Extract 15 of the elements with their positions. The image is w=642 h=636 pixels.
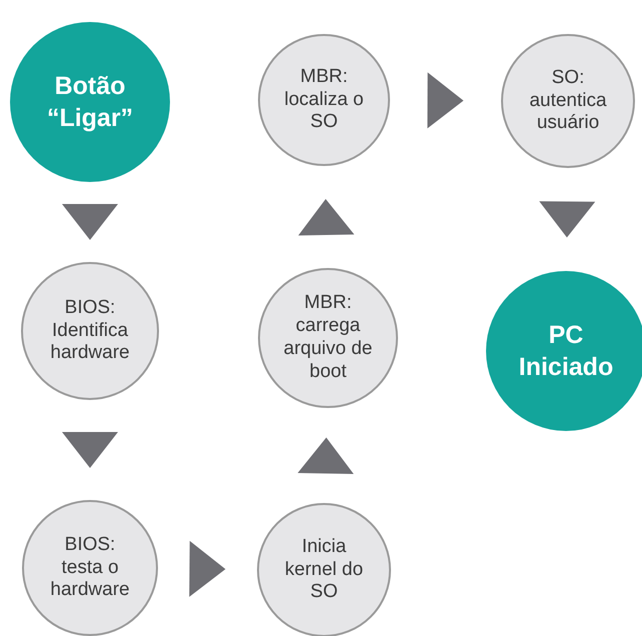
arrow xyxy=(62,204,118,240)
step-label: MBR: carrega arquivo de boot xyxy=(282,292,374,384)
arrow xyxy=(62,432,118,468)
step-label: BIOS: testa o hardware xyxy=(49,534,131,602)
step-label: PC Iniciado xyxy=(518,320,614,383)
arrow xyxy=(539,201,596,238)
step-label: Botão “Ligar” xyxy=(46,70,134,134)
step-label: SO: autentica usuário xyxy=(528,66,608,136)
arrow xyxy=(189,540,226,597)
step-label: BIOS: Identifica hardware xyxy=(49,296,131,366)
arrow xyxy=(427,72,464,128)
step-label: Inicia kernel do SO xyxy=(284,536,364,604)
arrow xyxy=(298,199,354,236)
arrow xyxy=(298,438,354,474)
step-label: MBR: localiza o SO xyxy=(283,66,365,134)
